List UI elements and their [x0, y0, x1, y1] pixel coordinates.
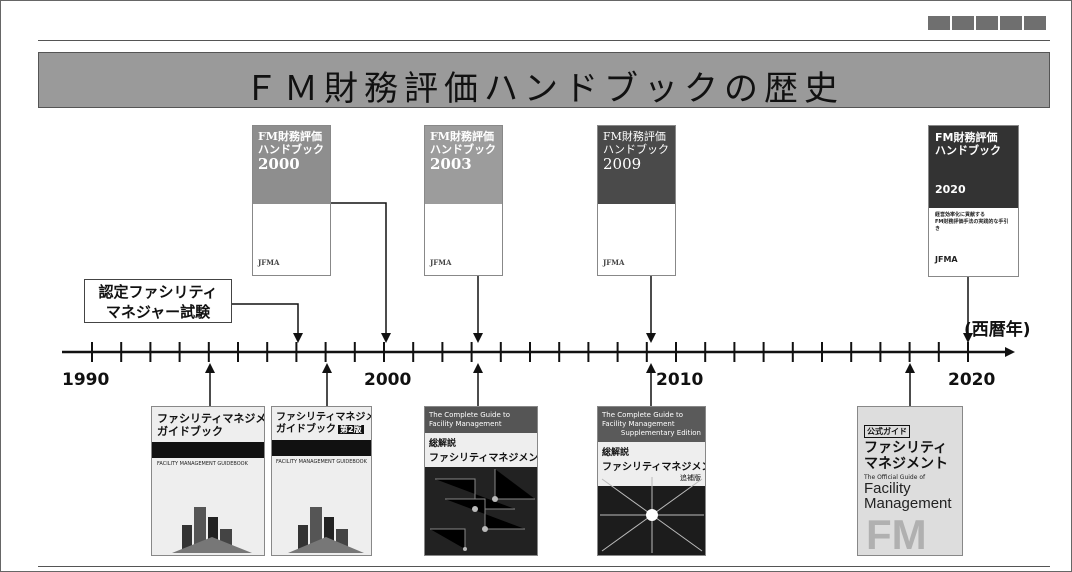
page-title: ＦＭ財務評価ハンドブックの歴史 — [244, 69, 844, 109]
book-year: 2003 — [430, 155, 472, 173]
corner-square — [1024, 16, 1046, 30]
circuit-illustration — [430, 469, 535, 551]
corner-square — [928, 16, 950, 30]
book-title: ハンドブック — [430, 143, 496, 156]
book-tag: 公式ガイド — [864, 425, 910, 438]
book-title: ガイドブック — [276, 424, 336, 435]
book-en-title: Facility — [864, 480, 911, 497]
cityscape-illustration — [172, 507, 252, 553]
book-en-title: Management — [864, 495, 952, 512]
book-subtitle: 経営効率化に貢献する — [935, 212, 986, 218]
corner-square — [976, 16, 998, 30]
cityscape-illustration — [288, 507, 364, 553]
book-cover-2003: FM財務評価 ハンドブック 2003 JFMA — [424, 125, 503, 276]
bottom-rule — [38, 566, 1050, 567]
book-year: 2000 — [258, 155, 300, 173]
book-title: ファシリティマネジメント — [602, 462, 705, 473]
book-title: ファシリティマネジメント — [276, 412, 371, 423]
book-en-title: The Complete Guide to — [429, 411, 511, 419]
book-tag: 総解説 — [602, 448, 630, 458]
edition-badge: 第2版 — [338, 425, 364, 434]
timeline-axis — [62, 342, 1015, 362]
book-title: ハンドブック — [603, 143, 669, 156]
year-label-1990: 1990 — [62, 370, 110, 390]
book-en-title: Facility Management — [602, 420, 675, 428]
book-title: ハンドブック — [935, 144, 1001, 157]
book-cover-2000: FM財務評価 ハンドブック 2000 JFMA — [252, 125, 331, 276]
edition-badge: 追補版 — [680, 474, 701, 482]
book-subtitle: FACILITY MANAGEMENT GUIDEBOOK — [276, 459, 367, 465]
book-cover-2009: FM財務評価 ハンドブック 2009 JFMA — [597, 125, 676, 276]
fm-mark: FM — [866, 511, 927, 556]
book-year: 2020 — [935, 183, 966, 196]
book-cover-complete-guide: The Complete Guide to Facility Managemen… — [424, 406, 538, 556]
book-title: ハンドブック — [258, 143, 324, 156]
book-title: FM財務評価 — [935, 131, 998, 144]
book-subtitle: FACILITY MANAGEMENT GUIDEBOOK — [157, 461, 248, 467]
book-title: FM財務評価 — [603, 130, 666, 143]
year-label-2020: 2020 — [948, 370, 996, 390]
book-year: 2009 — [603, 155, 642, 173]
book-en-title: Facility Management — [429, 420, 502, 428]
year-label-2010: 2010 — [656, 370, 704, 390]
book-title: ファシリティマネジメント — [157, 412, 264, 425]
book-title: マネジメント — [864, 456, 948, 472]
book-title: FM財務評価 — [430, 130, 494, 143]
book-cover-official-guide: 公式ガイド ファシリティ マネジメント The Official Guide o… — [857, 406, 963, 556]
connector-arrows — [205, 202, 973, 406]
book-publisher: JFMA — [258, 258, 280, 267]
book-publisher: JFMA — [430, 258, 452, 267]
book-cover-complete-guide-supplementary: The Complete Guide to Facility Managemen… — [597, 406, 706, 556]
book-en-title: The Complete Guide to — [602, 411, 684, 419]
top-rule — [38, 40, 1050, 41]
exam-note-line1: 認定ファシリティ — [98, 283, 218, 301]
year-label-2000: 2000 — [364, 370, 412, 390]
corner-square — [1000, 16, 1022, 30]
book-title: FM財務評価 — [258, 130, 322, 143]
book-supplementary-label: Supplementary Edition — [620, 429, 701, 437]
book-subtitle: FM財務評価手法の実践的な手引き — [935, 219, 1009, 232]
book-publisher: JFMA — [603, 258, 625, 267]
exam-note-line2: マネジャー試験 — [105, 303, 211, 321]
book-publisher: JFMA — [935, 255, 958, 264]
book-title: ファシリティ — [864, 440, 948, 456]
connector-arrow-exam — [232, 303, 303, 343]
book-cover-2020: FM財務評価 ハンドブック 2020 経営効率化に貢献する FM財務評価手法の実… — [928, 125, 1019, 277]
era-label: (西暦年) — [964, 320, 1031, 340]
book-tag: 総解説 — [429, 439, 457, 449]
exam-note: 認定ファシリティ マネジャー試験 — [84, 279, 232, 323]
book-title: ガイドブック — [157, 425, 223, 438]
connector-arrow-2000 — [331, 202, 391, 343]
title-banner: ＦＭ財務評価ハンドブックの歴史 — [38, 52, 1050, 109]
book-cover-fm-guidebook: ファシリティマネジメント ガイドブック FACILITY MANAGEMENT … — [151, 406, 265, 556]
corner-square — [952, 16, 974, 30]
book-en-title: The Official Guide of — [864, 474, 926, 481]
light-burst-illustration — [600, 477, 704, 553]
book-title: ファシリティマネジメント — [429, 453, 538, 464]
